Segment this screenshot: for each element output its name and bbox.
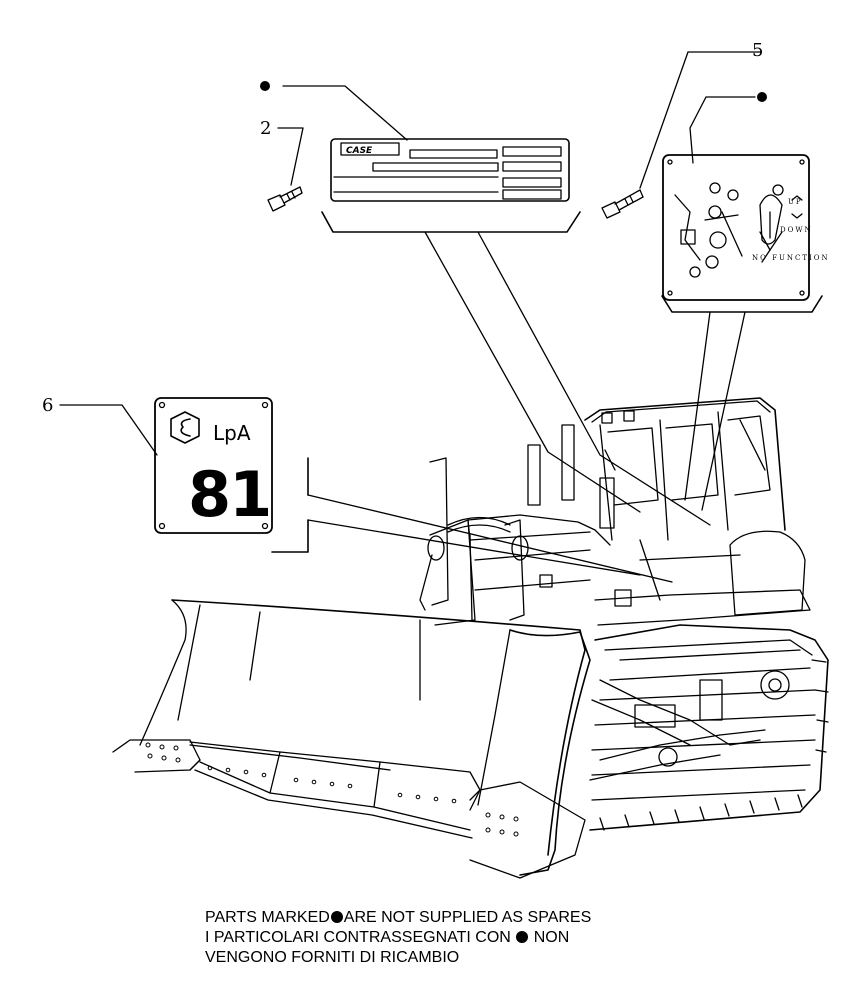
not-supplied-marker-icon [260,81,270,91]
bolt-5-icon [601,189,644,219]
bullet-dot-icon [516,931,529,943]
not-supplied-marker-icon [757,92,767,102]
bracket-marks [271,211,823,553]
noise-symbol-label: LpA [213,421,251,445]
footer-line-2-start: I PARTICOLARI CONTRASSEGNATI CON [205,929,511,946]
bullet-dot-icon [330,911,343,923]
footer-line-1: PARTS MARKED ARE NOT SUPPLIED AS SPARES [205,908,591,928]
decal-noise-plate [154,397,273,534]
leader-lines [59,51,761,583]
decal-case-plate [330,138,570,202]
bulldozer-illustration [112,397,829,879]
decal-controls-plate [662,154,810,301]
controls-up-label: UP [788,198,803,206]
footer-line-1-end: ARE NOT SUPPLIED AS SPARES [343,909,592,926]
callout-2: 2 [260,118,271,139]
noise-value: 81 [188,458,270,531]
footer-line-3: VENGONO FORNITI DI RICAMBIO [205,949,460,966]
footer-line-2-end: NON [533,929,570,946]
controls-no-function-label: NO FUNCTION [752,254,830,262]
footer-line-2: I PARTICOLARI CONTRASSEGNATI CON NON [205,928,591,948]
controls-down-label: DOWN [780,226,813,234]
bolt-2-icon [267,186,303,212]
callout-6: 6 [42,395,53,416]
case-brand-text: CASE [346,146,373,156]
callout-5: 5 [752,40,763,61]
footer-note: PARTS MARKED ARE NOT SUPPLIED AS SPARES I… [205,908,591,968]
footer-line-1-start: PARTS MARKED [205,909,330,926]
